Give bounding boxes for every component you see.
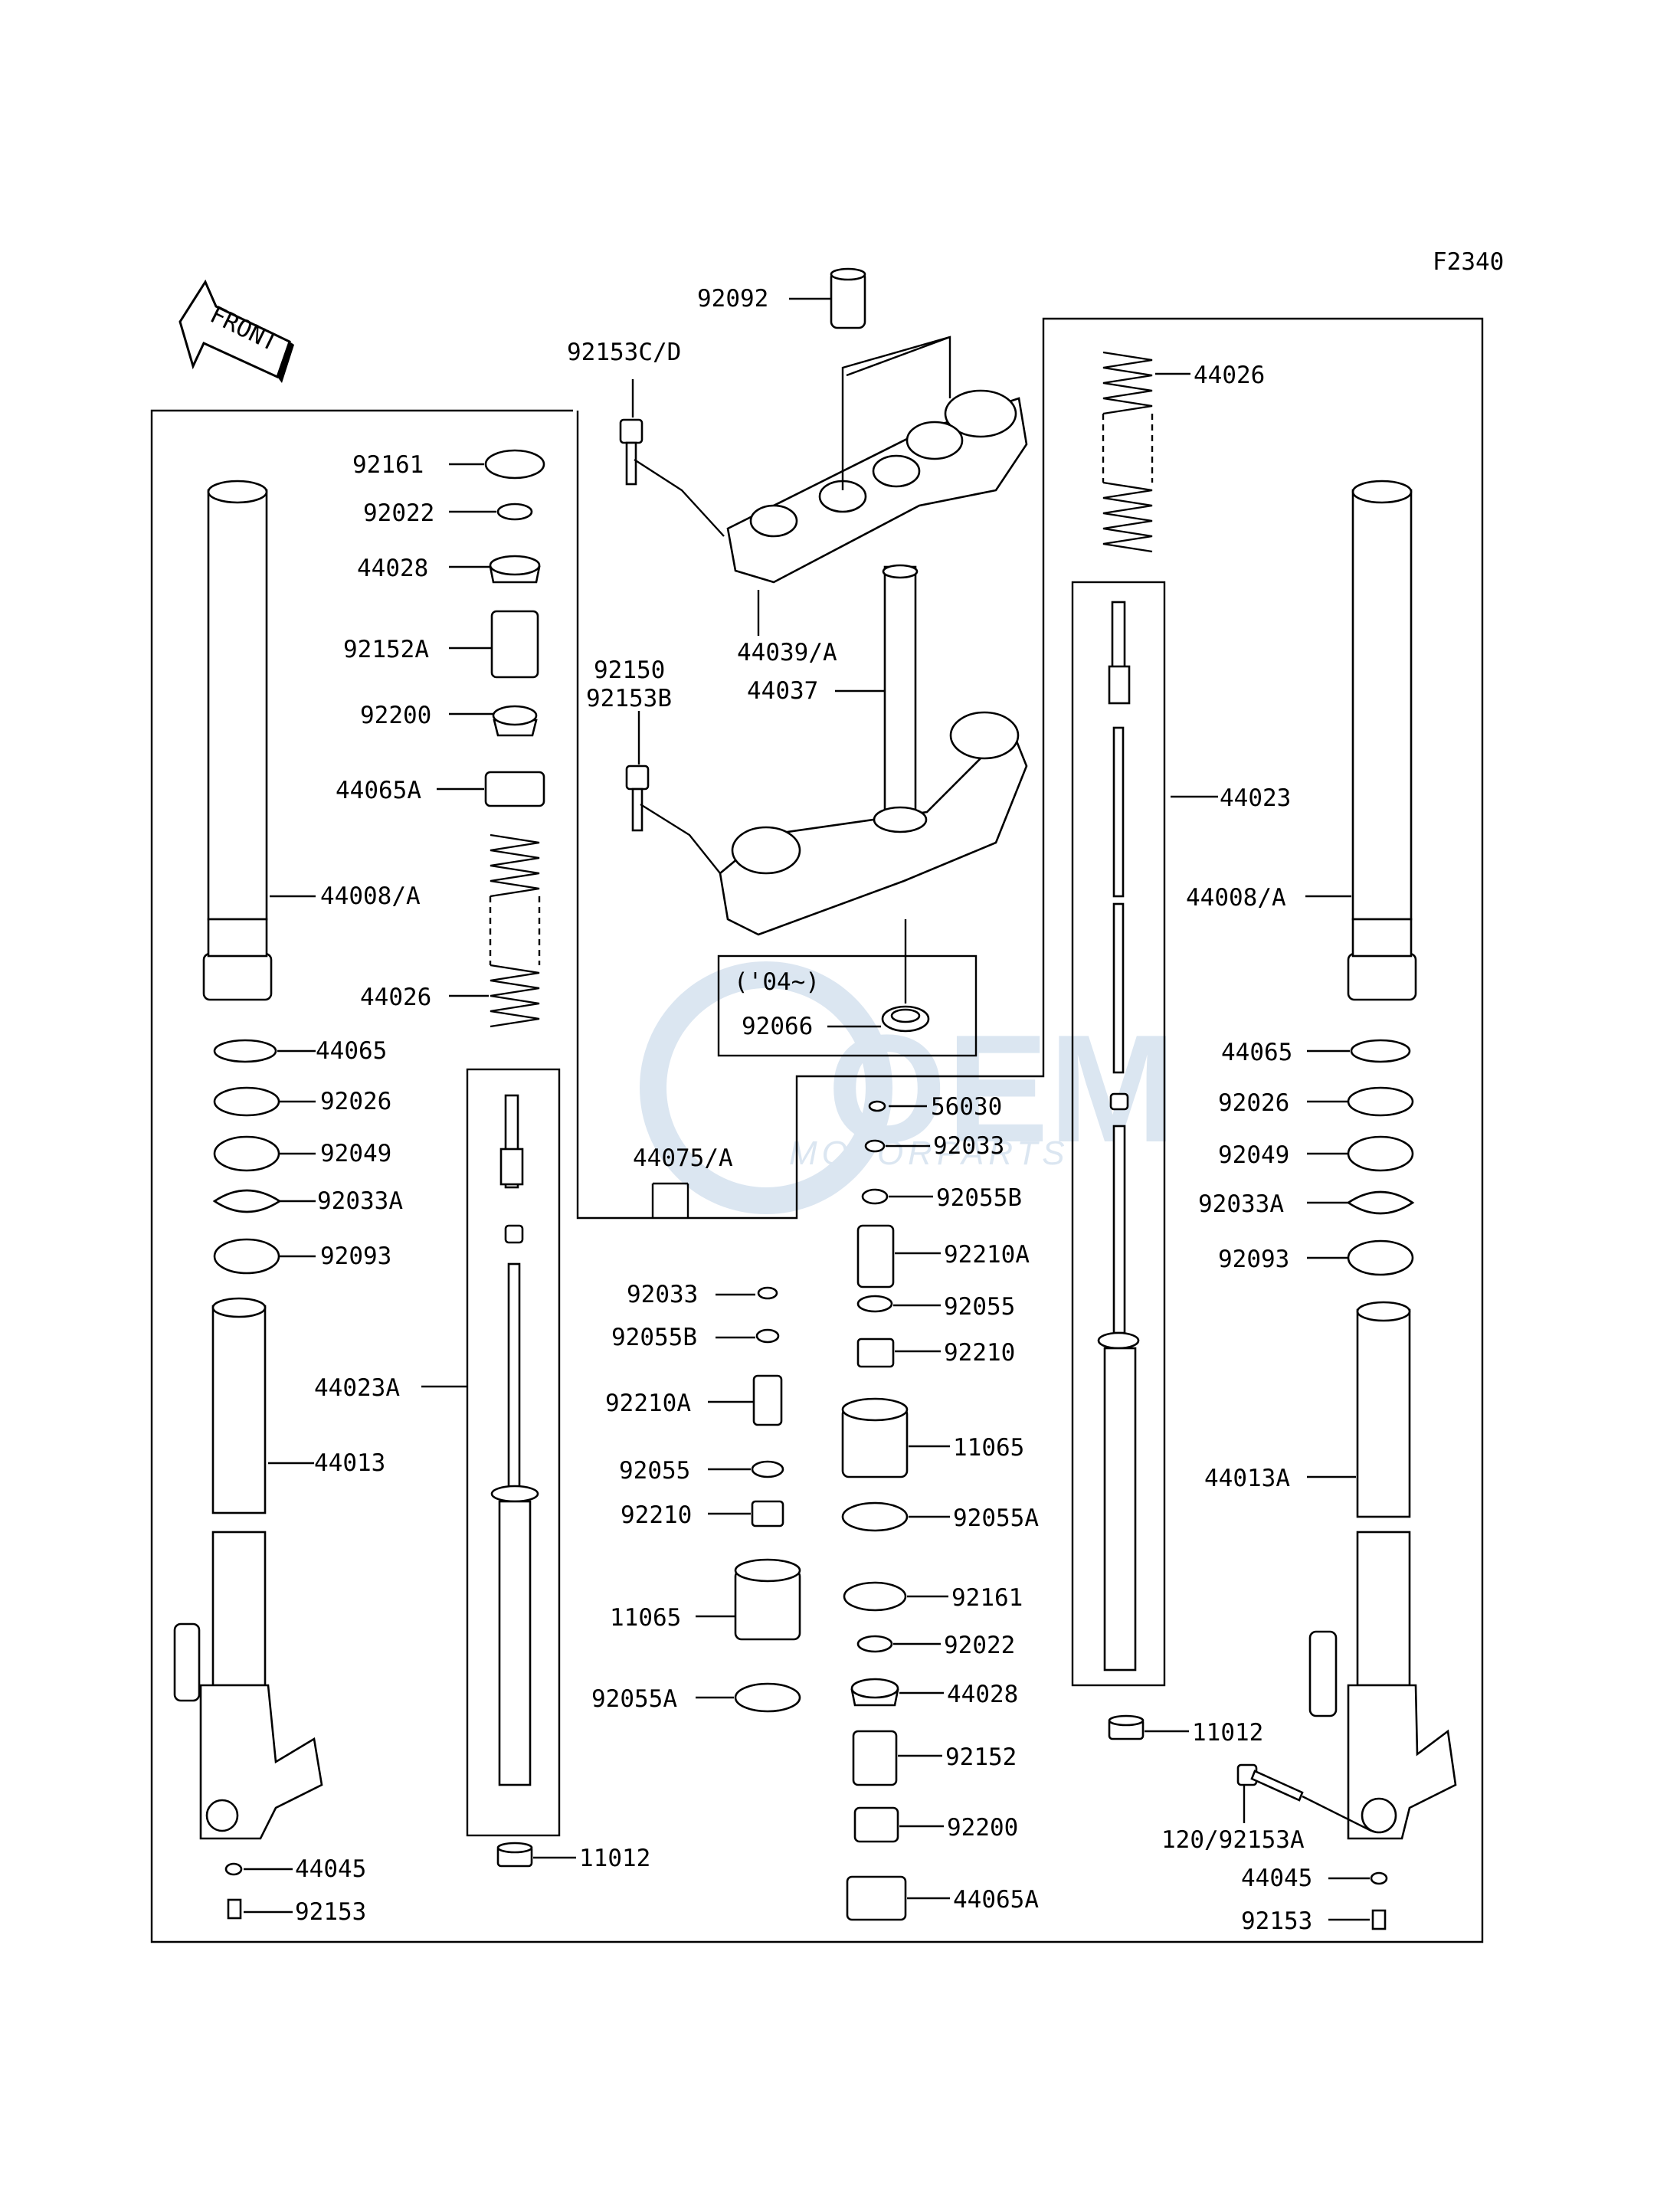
bolt-92153-left bbox=[227, 1898, 242, 1920]
label-92049-left: 92049 bbox=[320, 1140, 391, 1167]
label-92026-left: 92026 bbox=[320, 1088, 391, 1115]
label-92049-right: 92049 bbox=[1218, 1141, 1289, 1169]
label-92055-center: 92055 bbox=[944, 1293, 1015, 1321]
bushing-11012-right bbox=[1108, 1714, 1145, 1740]
label-92152a-left: 92152A bbox=[343, 636, 429, 663]
label-92153-left: 92153 bbox=[295, 1898, 366, 1926]
label-92033-mid: 92033 bbox=[627, 1281, 698, 1308]
bolt-92153-right bbox=[1371, 1909, 1387, 1930]
label-56030: 56030 bbox=[931, 1093, 1002, 1121]
left-spring bbox=[489, 833, 541, 1028]
label-44008a-left: 44008/A bbox=[320, 882, 421, 910]
label-44065a-center: 44065A bbox=[953, 1886, 1039, 1914]
inner-left-damper-box bbox=[466, 1068, 561, 1837]
label-44037: 44037 bbox=[747, 677, 818, 705]
label-11012-left: 11012 bbox=[579, 1845, 650, 1872]
figure-code: F2340 bbox=[1433, 248, 1504, 276]
label-44065-right: 44065 bbox=[1221, 1039, 1292, 1066]
label-11065-mid: 11065 bbox=[610, 1604, 681, 1632]
label-120-92153a-right: 120/92153A bbox=[1161, 1826, 1305, 1854]
label-92066: 92066 bbox=[742, 1013, 813, 1040]
label-44013-left: 44013 bbox=[314, 1449, 385, 1477]
label-92055-mid: 92055 bbox=[619, 1457, 690, 1485]
label-44026-left: 44026 bbox=[360, 984, 431, 1011]
upper-triple-clamp bbox=[726, 389, 1028, 584]
label-92093-left: 92093 bbox=[320, 1243, 391, 1270]
label-44028-center: 44028 bbox=[947, 1681, 1018, 1708]
label-92055b-mid: 92055B bbox=[611, 1324, 697, 1351]
washer-44045-right bbox=[1370, 1871, 1388, 1885]
left-fork-box bbox=[150, 317, 1484, 1943]
label-44045-right: 44045 bbox=[1241, 1865, 1312, 1892]
left-fork-tube bbox=[202, 480, 273, 1001]
label-92210a-mid: 92210A bbox=[605, 1390, 691, 1417]
cap-92092 bbox=[830, 267, 866, 329]
right-damper-44023 bbox=[1097, 601, 1140, 1671]
front-arrow-icon: FRONT bbox=[178, 279, 294, 383]
right-fork-tube bbox=[1347, 480, 1417, 1001]
option-box bbox=[717, 954, 978, 1057]
label-92055a-center: 92055A bbox=[953, 1505, 1039, 1532]
inner-right-damper-box bbox=[1071, 581, 1166, 1687]
left-outer-parts bbox=[212, 1039, 282, 1275]
right-outer-parts bbox=[1346, 1039, 1415, 1276]
label-92033a-left: 92033A bbox=[317, 1187, 403, 1215]
bolt-92150 bbox=[625, 765, 650, 832]
label-92026-right: 92026 bbox=[1218, 1089, 1289, 1117]
watermark-sub: MOTORPARTS bbox=[789, 1135, 1069, 1172]
label-92093-right: 92093 bbox=[1218, 1246, 1289, 1273]
washer-44045-left bbox=[224, 1862, 243, 1876]
oring-56030 bbox=[868, 1100, 886, 1112]
label-92033a-right: 92033A bbox=[1198, 1190, 1284, 1218]
label-44045-left: 44045 bbox=[295, 1855, 366, 1883]
label-44026-right: 44026 bbox=[1194, 362, 1265, 389]
lower-triple-clamp bbox=[719, 711, 1028, 936]
label-92161-center: 92161 bbox=[951, 1584, 1023, 1612]
label-44075a: 44075/A bbox=[633, 1144, 733, 1172]
label-92092: 92092 bbox=[697, 285, 768, 313]
right-inner-tube bbox=[1308, 1301, 1457, 1840]
label-92153cd: 92153C/D bbox=[567, 339, 681, 366]
label-92055a-mid: 92055A bbox=[591, 1685, 677, 1713]
label-11012-right: 11012 bbox=[1192, 1719, 1263, 1747]
label-44065a-left: 44065A bbox=[336, 777, 421, 804]
label-11065-center: 11065 bbox=[953, 1434, 1024, 1462]
label-92150: 92150 bbox=[594, 656, 665, 684]
left-small-parts bbox=[484, 449, 545, 807]
label-92022-left: 92022 bbox=[363, 499, 434, 527]
mid-left-parts bbox=[734, 1286, 801, 1713]
label-92210-center: 92210 bbox=[944, 1339, 1015, 1367]
right-spring bbox=[1102, 351, 1154, 553]
center-parts bbox=[841, 1139, 909, 1921]
bolt-92153cd bbox=[619, 418, 644, 486]
label-92055b-center: 92055B bbox=[936, 1184, 1022, 1212]
label-92210-mid: 92210 bbox=[621, 1501, 692, 1529]
label-44028-left: 44028 bbox=[357, 555, 428, 582]
label-92161-left: 92161 bbox=[352, 451, 424, 479]
label-92200-center: 92200 bbox=[947, 1814, 1018, 1842]
steering-stem-44037 bbox=[882, 564, 919, 829]
watermark-logo: OEM MOTORPARTS bbox=[640, 961, 1177, 1214]
left-damper-44023a bbox=[490, 1094, 539, 1786]
label-92200-left: 92200 bbox=[360, 702, 431, 729]
bolt-120-92153a bbox=[1236, 1763, 1304, 1802]
left-inner-tube bbox=[173, 1297, 323, 1840]
label-44065-left: 44065 bbox=[316, 1037, 387, 1065]
label-92033-center: 92033 bbox=[933, 1132, 1004, 1160]
label-44023a: 44023A bbox=[314, 1374, 400, 1402]
option-label: ('04~) bbox=[734, 968, 820, 996]
label-92210a-center: 92210A bbox=[944, 1241, 1030, 1269]
seal-92066 bbox=[881, 1005, 930, 1033]
label-44039a: 44039/A bbox=[737, 639, 837, 666]
label-92153b: 92153B bbox=[586, 685, 672, 712]
label-44023-right: 44023 bbox=[1220, 784, 1291, 812]
label-44013a-right: 44013A bbox=[1204, 1465, 1290, 1492]
label-44008a-right: 44008/A bbox=[1186, 884, 1286, 912]
bushing-11012-left bbox=[496, 1842, 533, 1868]
label-92152-center: 92152 bbox=[945, 1744, 1017, 1771]
label-92022-center: 92022 bbox=[944, 1632, 1015, 1659]
label-92153-right: 92153 bbox=[1241, 1907, 1312, 1935]
